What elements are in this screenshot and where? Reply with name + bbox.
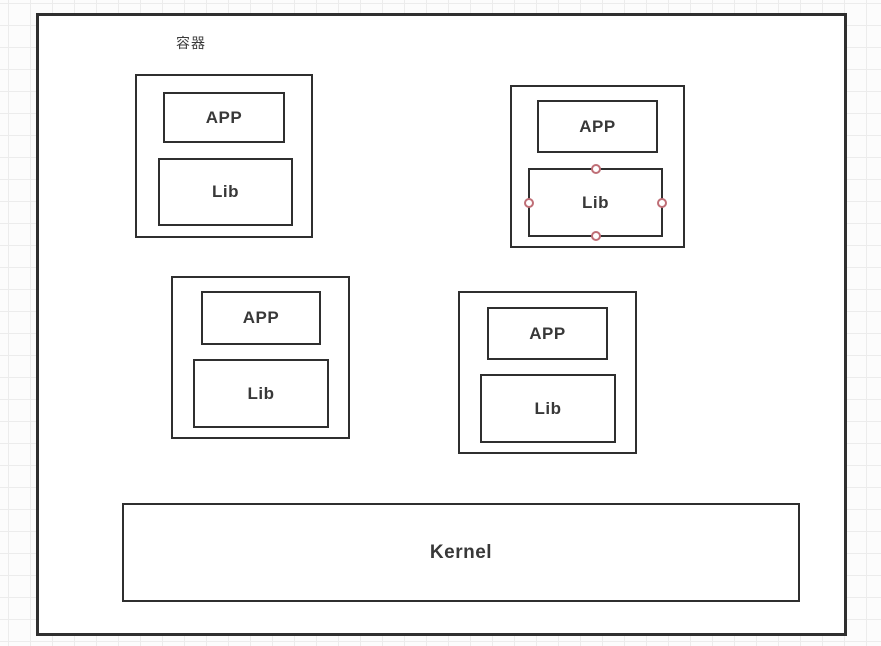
app-label: APP: [579, 116, 616, 136]
app-box-3[interactable]: APP: [201, 291, 321, 345]
container-group-label: 容器: [176, 35, 206, 51]
kernel-box[interactable]: Kernel: [122, 503, 800, 602]
connection-handle-bottom[interactable]: [590, 231, 601, 241]
app-box-4[interactable]: APP: [487, 307, 608, 360]
lib-box-2-selected[interactable]: Lib: [524, 164, 667, 241]
container-box-1[interactable]: APP Lib: [135, 74, 313, 238]
container-box-4[interactable]: APP Lib: [458, 291, 637, 454]
lib-label: Lib: [212, 182, 239, 201]
app-box-1[interactable]: APP: [163, 92, 285, 143]
app-label: APP: [529, 323, 566, 343]
lib-label: Lib: [534, 398, 562, 418]
connection-handle-left[interactable]: [524, 197, 534, 208]
app-label: APP: [205, 107, 243, 127]
app-box-2[interactable]: APP: [537, 100, 658, 153]
kernel-label: Kernel: [429, 541, 493, 563]
container-box-2[interactable]: APP Lib: [510, 85, 685, 248]
app-label: APP: [242, 308, 280, 327]
lib-box-3[interactable]: Lib: [193, 359, 329, 428]
connection-handle-right[interactable]: [657, 197, 667, 208]
container-box-3[interactable]: APP Lib: [171, 276, 350, 439]
connection-handle-top[interactable]: [590, 164, 601, 174]
lib-box-4[interactable]: Lib: [480, 374, 616, 443]
lib-label: Lib: [247, 383, 275, 403]
lib-label: Lib: [582, 192, 609, 212]
lib-box-1[interactable]: Lib: [158, 158, 293, 226]
